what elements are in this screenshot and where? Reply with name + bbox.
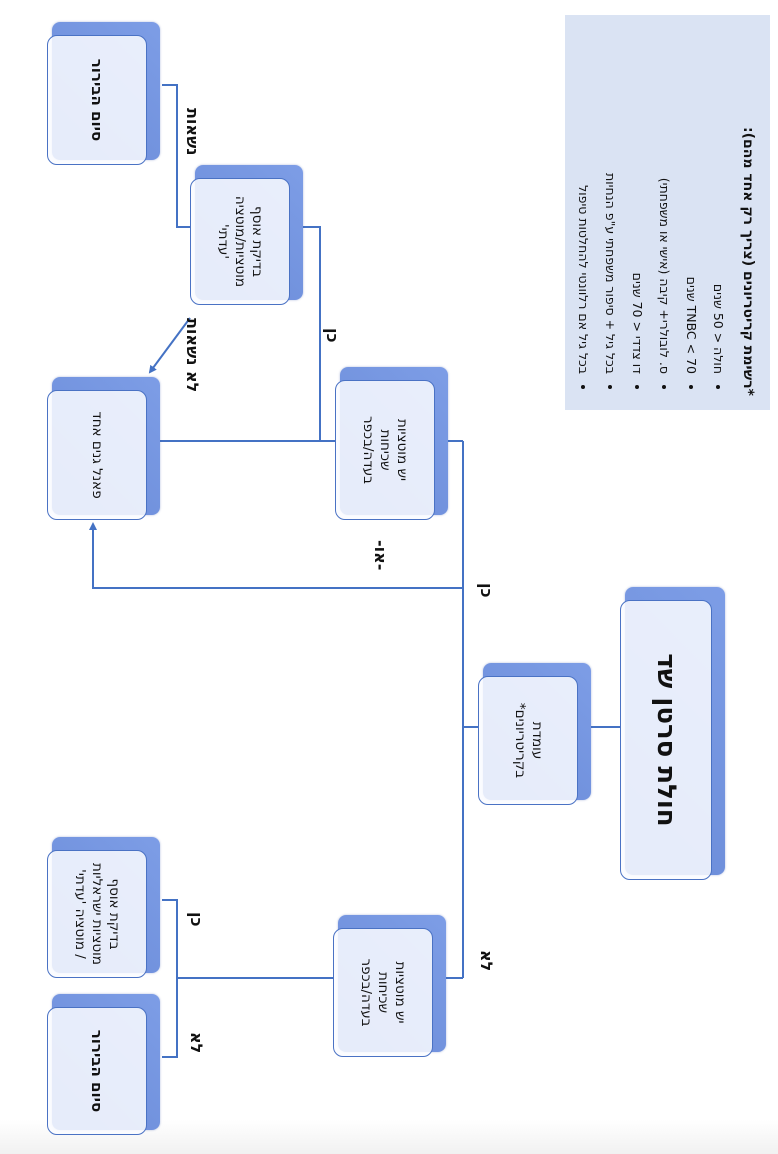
- criteria-item: ס. לובולרי+ קיבה (אישי או משפחתי): [651, 25, 678, 374]
- title-node: חולת סרטן שד: [620, 587, 725, 880]
- mutation-line: בעדה/בכפר: [360, 416, 377, 484]
- criteria-item: בכל גיל + סיפור משפחתי ע"פ הנחיות: [597, 25, 624, 374]
- legend-header: *רשימת קריטריונים (צריך רק אחד מהם):: [740, 127, 756, 396]
- criteria-item: חולה < 50 שנים: [705, 25, 732, 374]
- criteria-item: בכל גיל אם רלוונטי להחלטות טיפול: [570, 25, 597, 374]
- criteria-line: עומדת: [529, 721, 545, 760]
- criteria-item: דו צדדי < 70 שנים: [624, 25, 651, 374]
- label-not-carrier: לא נשאות: [183, 318, 202, 393]
- panel-text: פאנל גנים אחד: [47, 390, 147, 520]
- end-node-bottom: סיום הבירור: [47, 994, 160, 1135]
- mutation-line: בעדה/בכפר: [358, 958, 375, 1027]
- arrow-not-carrier: [148, 317, 191, 374]
- label-yes-top: כן: [323, 328, 342, 343]
- label-or: -או-: [371, 540, 390, 571]
- founder-test-line: / מוטציה 'עדתי': [72, 869, 89, 959]
- founder-test-line: 'עדתי': [215, 223, 232, 260]
- founder-test-node-top: בדיקת אוסף מוטציות/מוטציה 'עדתי': [190, 165, 303, 305]
- line-bottom-yes-no: [162, 899, 178, 1058]
- criteria-item: TNBC < 70 שנים: [678, 25, 705, 374]
- end-text: סיום הבירור: [47, 1007, 147, 1135]
- line-carrier-to-end: [162, 84, 190, 228]
- end-node-top: סיום הבירור: [47, 22, 160, 165]
- founder-test-line: מוטציות/מוטציה: [232, 195, 249, 288]
- mutation-line: שכיחות: [377, 429, 394, 471]
- label-carrier: נשאות: [183, 108, 202, 156]
- founder-test-line: בדיקת אוסף: [249, 205, 266, 278]
- mutation-line: שכיחות: [375, 971, 392, 1014]
- panel-node: פאנל גנים אחד: [47, 377, 160, 520]
- line-or-to-panel: [89, 522, 463, 589]
- founder-test-node-bottom: בדיקת אוסף מוטציות ישראליות / מוטציה 'עד…: [47, 837, 160, 978]
- label-yes-main: כן: [477, 583, 496, 598]
- founder-test-line: מוטציות ישראליות: [89, 863, 106, 965]
- criteria-list: חולה < 50 שנים TNBC < 70 שנים ס. לובולרי…: [570, 25, 732, 396]
- founder-test-line: בדיקת אוסף: [106, 878, 123, 950]
- criteria-legend: *רשימת קריטריונים (צריך רק אחד מהם): חול…: [565, 15, 770, 410]
- mutation-line: יש מוטציות: [392, 961, 409, 1024]
- label-no-main: לא: [477, 950, 496, 972]
- criteria-node: עומדת בקריטריונים*: [478, 663, 591, 805]
- end-text: סיום הבירור: [47, 35, 147, 165]
- mutation-line: יש מוטציות: [394, 418, 411, 482]
- mutation-node-bottom: יש מוטציות שכיחות בעדה/בכפר: [333, 915, 446, 1057]
- label-yes-bottom: כן: [187, 912, 206, 927]
- label-no-bottom: לא: [187, 1032, 206, 1054]
- mutation-node-top: יש מוטציות שכיחות בעדה/בכפר: [335, 367, 448, 520]
- criteria-line: בקריטריונים*: [512, 702, 528, 779]
- title-text: חולת סרטן שד: [620, 600, 712, 880]
